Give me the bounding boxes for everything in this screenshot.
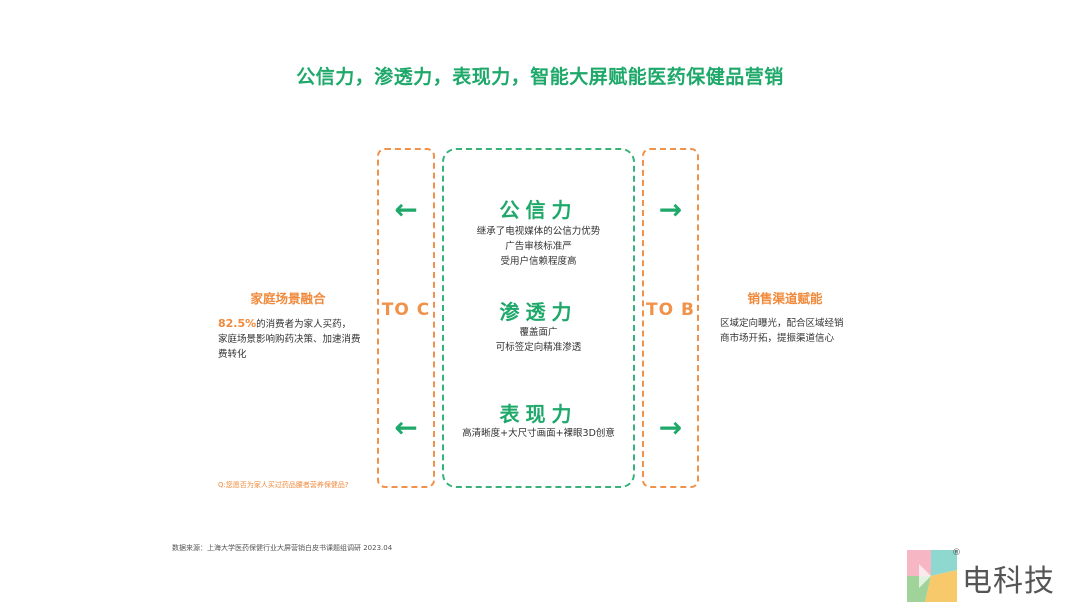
- brand-name: 电科技: [962, 564, 1055, 599]
- left-text-line-3: 费转化: [218, 349, 247, 360]
- left-heading: 家庭场景融合: [250, 291, 326, 306]
- center-box: [442, 148, 635, 488]
- section-line: 继承了电视媒体的公信力优势: [476, 226, 601, 237]
- right-arrow-bottom-icon: →: [658, 411, 683, 444]
- section-heading-credibility: 公信力: [499, 198, 578, 222]
- section-line: 可标签定向精准渗透: [495, 342, 582, 353]
- brand-logo-icon: [907, 550, 957, 602]
- right-arrow-top-icon: →: [658, 193, 683, 226]
- to-c-box: [377, 148, 435, 488]
- section-heading-penetration: 渗透力: [499, 300, 578, 324]
- consumer-percentage: 82.5%: [218, 317, 257, 330]
- to-c-label: TO C: [381, 300, 431, 320]
- left-text-line-2: 家庭场景影响购药决策、加速消费: [218, 334, 361, 345]
- survey-question-note: Q:您愿否为家人买过药品腰者营养保健品?: [218, 481, 349, 489]
- left-text-line-1: 82.5%的消费者为家人买药，: [218, 316, 378, 332]
- section-line: 覆盖面广: [519, 327, 558, 338]
- section-line: 高清晰度+大尺寸画面+裸眼3D创意: [462, 428, 615, 439]
- right-text-line-1: 区域定向曝光，配合区域经销: [720, 318, 844, 329]
- right-heading: 销售渠道赋能: [747, 291, 823, 306]
- left-text-1: 的消费者为家人买药，: [256, 319, 352, 330]
- right-text-line-2: 商市场开拓，提振渠道信心: [720, 333, 835, 344]
- section-line: 广告审核标准严: [505, 241, 572, 252]
- to-b-label: TO B: [646, 300, 695, 320]
- to-b-box: [642, 148, 699, 488]
- data-source: 数据来源：上海大学医药保健行业大屏营销白皮书课题组调研 2023.04: [172, 544, 393, 552]
- page-title: 公信力，渗透力，表现力，智能大屏赋能医药保健品营销: [296, 66, 784, 88]
- section-line: 受用户信赖程度高: [500, 256, 577, 267]
- left-arrow-bottom-icon: ←: [394, 411, 418, 444]
- section-heading-expressiveness: 表现力: [499, 402, 578, 426]
- left-arrow-top-icon: ←: [394, 193, 418, 226]
- registered-mark: ®: [952, 548, 961, 558]
